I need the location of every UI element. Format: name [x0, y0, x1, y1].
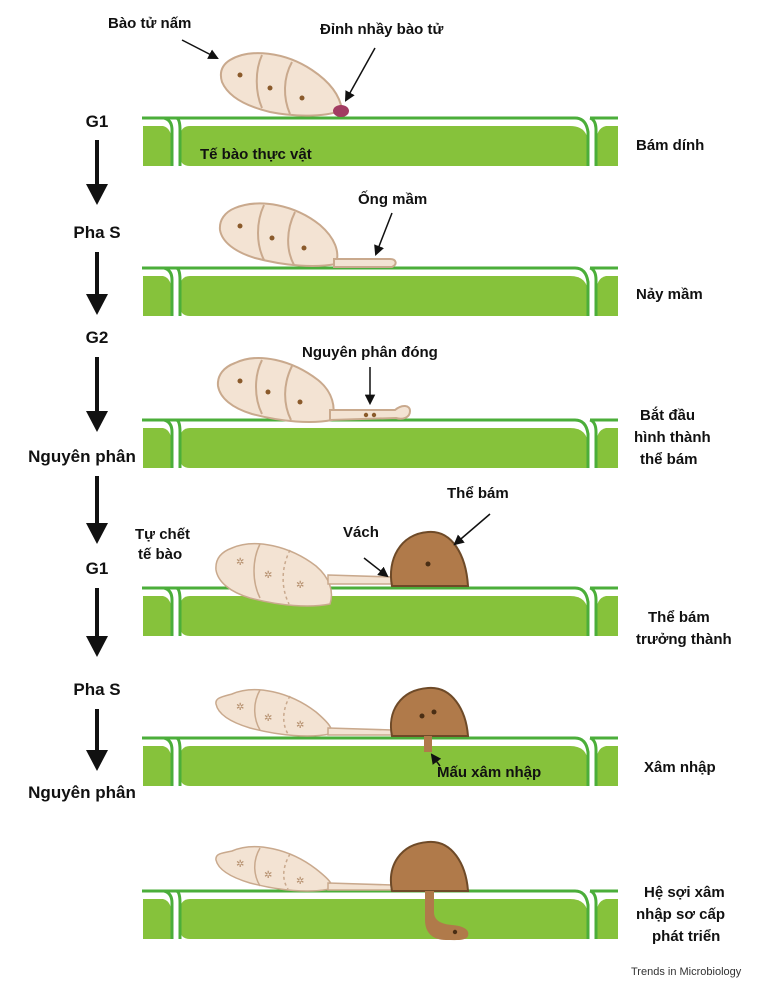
svg-text:✲: ✲	[236, 859, 244, 870]
plant-cell-band	[142, 891, 618, 939]
stage-label: phát triển	[652, 928, 720, 945]
label-plant-cell: Tế bào thực vật	[200, 146, 312, 163]
stage-label: Hệ sợi xâm	[644, 884, 725, 901]
label-cell-death-line2: tế bào	[138, 546, 182, 563]
label-germ-tube: Ống mầm	[358, 190, 427, 208]
label-fungal-spore: Bào tử nấm	[108, 15, 191, 32]
pointer-arrow	[376, 213, 392, 254]
plant-cell	[143, 126, 172, 166]
cycle-label-g1-second: G1	[86, 559, 109, 578]
pointer-arrow	[455, 514, 490, 544]
germ-tube	[334, 259, 396, 267]
plant-cell	[180, 899, 588, 939]
plant-cell	[143, 746, 172, 786]
plant-cell-band	[142, 588, 618, 636]
svg-text:✲: ✲	[236, 702, 244, 713]
svg-text:✲: ✲	[296, 876, 304, 887]
fungal-spore	[221, 53, 342, 115]
stage-label: trưởng thành	[636, 631, 732, 648]
plant-cell	[143, 428, 172, 468]
plant-cell	[180, 596, 588, 636]
plant-cell-bands	[142, 118, 618, 939]
stage-label: Xâm nhập	[644, 759, 716, 776]
label-appressorium: Thể bám	[447, 485, 509, 502]
plant-cell-band	[142, 738, 618, 786]
stage-label: Thể bám	[648, 609, 710, 626]
plant-cell	[596, 746, 618, 786]
plant-cell	[143, 276, 172, 316]
plant-cell	[596, 428, 618, 468]
cycle-label-g1: G1	[86, 112, 109, 131]
plant-cell	[596, 126, 618, 166]
plant-cell-band	[142, 420, 618, 468]
plant-cell	[596, 596, 618, 636]
cycle-arrow	[86, 709, 108, 771]
plant-cell	[596, 899, 618, 939]
cycle-arrow	[86, 476, 108, 544]
stage-label: nhập sơ cấp	[636, 906, 725, 923]
cycle-label-g2: G2	[86, 328, 109, 347]
spore-stage-appressorium-initiation: Nguyên phân đóng	[218, 344, 438, 422]
plant-cell	[596, 276, 618, 316]
stage-label: Bắt đầu	[640, 406, 695, 424]
appressorium	[391, 532, 468, 586]
plant-cell	[180, 276, 588, 316]
plant-cell-band	[142, 268, 618, 316]
stage-label: Nảy mầm	[636, 286, 703, 303]
cycle-label-s-second: Pha S	[73, 680, 120, 699]
svg-text:✲: ✲	[296, 720, 304, 731]
stage-label: thể bám	[640, 451, 698, 468]
plant-cell	[143, 596, 172, 636]
pointer-arrow	[364, 558, 387, 576]
pointer-arrow	[346, 48, 375, 100]
cycle-label-mitosis-second: Nguyên phân	[28, 783, 136, 802]
cycle-arrow	[86, 588, 108, 657]
stage-label: hình thành	[634, 429, 711, 446]
label-mitosis-closed: Nguyên phân đóng	[302, 344, 438, 361]
pointer-arrow	[182, 40, 217, 58]
svg-text:✲: ✲	[264, 570, 272, 581]
spore-stage-germination: Ống mầm	[220, 190, 427, 267]
label-spore-tip-mucilage: Đỉnh nhầy bào tử	[320, 21, 444, 38]
credit-text: Trends in Microbiology	[631, 966, 742, 978]
cycle-arrow	[86, 140, 108, 205]
stage-label: Bám dính	[636, 137, 704, 154]
svg-text:✲: ✲	[264, 713, 272, 724]
svg-text:✲: ✲	[296, 580, 304, 591]
svg-text:✲: ✲	[236, 557, 244, 568]
svg-text:✲: ✲	[264, 870, 272, 881]
label-penetration-peg: Mấu xâm nhập	[437, 764, 541, 781]
cycle-label-mitosis: Nguyên phân	[28, 447, 136, 466]
label-cell-death-line1: Tự chết	[135, 526, 190, 543]
plant-cell	[143, 899, 172, 939]
penetration-peg	[424, 736, 432, 752]
cycle-label-s: Pha S	[73, 223, 120, 242]
cycle-arrow	[86, 357, 108, 432]
cycle-arrow	[86, 252, 108, 315]
label-septum: Vách	[343, 524, 379, 541]
cell-cycle-column: G1 Pha S G2 Nguyên phân G1 Pha S Nguyên …	[28, 112, 136, 802]
spore-tip-mucilage	[333, 105, 349, 117]
plant-cell	[180, 428, 588, 468]
